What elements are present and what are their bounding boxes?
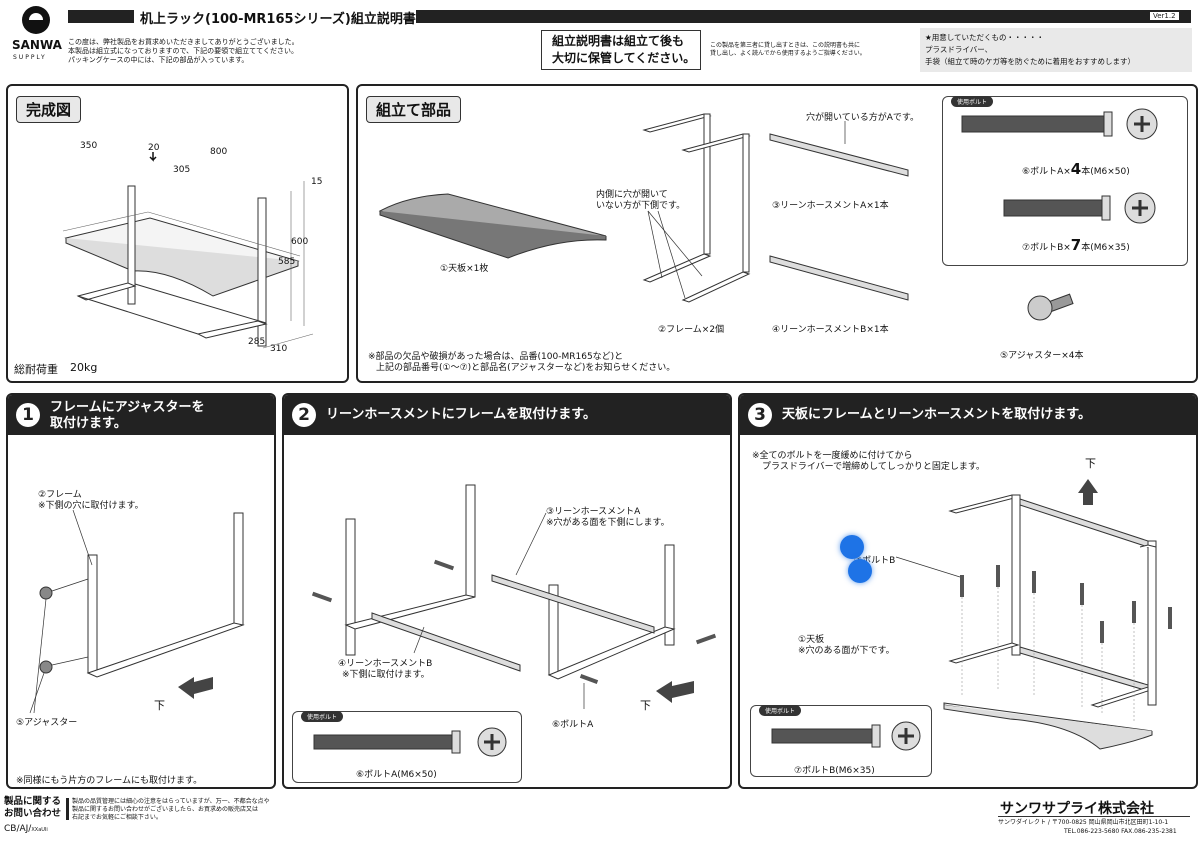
- step1-adjuster-label: ⑤アジャスター: [16, 718, 78, 728]
- step1-title: フレームにアジャスターを 取付けます。: [50, 400, 205, 431]
- part-top-board: ①天板×1枚: [440, 264, 489, 274]
- company-name: サンワサプライ株式会社: [1000, 801, 1154, 817]
- step2-brace-a-label: ③リーンホースメントA ※穴がある面を下側にします。: [546, 507, 670, 528]
- step2-title: リーンホースメントにフレームを取付けます。: [326, 407, 597, 422]
- step2-bolt-caption: ⑥ボルトA(M6×50): [356, 770, 437, 780]
- parts-tag: 組立て部品: [366, 96, 462, 123]
- step3-panel: 3 天板にフレームとリーンホースメントを取付けます。 ※全てのボルトを一度緩めに…: [738, 393, 1198, 789]
- complete-view-tag: 完成図: [16, 96, 82, 123]
- dim-base-outer: 310: [270, 344, 288, 354]
- step2-brace-b-label: ④リーンホースメントB ※下側に取付けます。: [338, 659, 433, 680]
- dim-top-offset: 20: [148, 143, 160, 153]
- step3-bolt-caption: ⑦ボルトB(M6×35): [794, 766, 875, 776]
- parts-panel: 組立て部品: [356, 84, 1198, 383]
- intro-text: この度は、弊社製品をお買求めいただきましてありがとうございました。 本製品は組立…: [68, 38, 299, 64]
- step3-note: ※全てのボルトを一度緩めに付けてから プラスドライバーで増締めしてしっかりと固定…: [752, 451, 985, 472]
- version-badge: Ver1.2: [1150, 12, 1179, 20]
- dim-inner-height: 585: [278, 257, 296, 267]
- step1-illustration: [29, 509, 245, 714]
- complete-view-panel: 完成図 350 800 20 305 15 600 585 285 310 総耐…: [6, 84, 349, 383]
- dim-thickness: 15: [311, 177, 323, 187]
- step1-number: 1: [16, 403, 40, 427]
- step3-up-arrow-icon: [1078, 479, 1098, 505]
- step2-number: 2: [292, 403, 316, 427]
- step1-panel: 1 フレームにアジャスターを 取付けます。 ②フレーム ※下側の穴に取付けます。…: [6, 393, 276, 789]
- dim-depth: 350: [80, 141, 98, 151]
- logo-text-supply: SUPPLY: [13, 54, 47, 61]
- step2-down-label: 下: [640, 699, 651, 712]
- missing-parts-note: ※部品の欠品や破損があった場合は、品番(100-MR165など)と 上記の部品番…: [368, 352, 676, 373]
- logo-text-sanwa: SANWA: [12, 38, 62, 52]
- frame-note: 内側に穴が開いて いない方が下側です。: [596, 190, 686, 211]
- step3-down-label: 下: [1085, 457, 1096, 470]
- company-address: サンワダイレクト / 〒700-0825 岡山県岡山市北区田町1-10-1: [998, 819, 1169, 826]
- step3-highlight-marker-top: [840, 535, 864, 559]
- sanwa-logo: SANWA SUPPLY: [12, 6, 62, 66]
- logo-mark-icon: [22, 6, 50, 34]
- footer-notice: 製品の品質管理には細心の注意をはらっていますが、万一、不都合な点や 製品に関する…: [72, 798, 270, 821]
- step3-highlight-marker-bottom: [848, 559, 872, 583]
- dim-inner-depth: 305: [173, 165, 191, 175]
- step2-down-arrow-icon: [656, 681, 694, 703]
- dim-height: 600: [291, 237, 309, 247]
- step2-bolt-box: 使用ボルト: [292, 711, 522, 783]
- title-bar-right: [416, 10, 1191, 23]
- step1-footer-note: ※同様にもう片方のフレームにも取付けます。: [16, 776, 203, 786]
- dim-width: 800: [210, 147, 228, 157]
- load-value: 20kg: [70, 361, 98, 374]
- dim-base-inner: 285: [248, 337, 266, 347]
- step3-bolt-box: 使用ボルト: [750, 705, 932, 777]
- third-party-notice: この製品を第三者に貸し出すときは、この説明書も共に 貸し出し、よく読んでから使用…: [710, 42, 866, 57]
- company-tel: TEL.086-223-5680 FAX.086-235-2381: [1064, 828, 1177, 835]
- bolt-box-parts: 使用ボルト: [942, 96, 1188, 266]
- step3-board-label: ①天板 ※穴のある面が下です。: [798, 635, 895, 656]
- step2-illustration: [311, 484, 717, 757]
- load-label: 総耐荷重: [14, 363, 58, 376]
- step3-illustration: [771, 479, 1172, 751]
- step1-down-arrow-icon: [178, 677, 213, 699]
- step2-panel: 2 リーンホースメントにフレームを取付けます。: [282, 393, 732, 789]
- part-bolt-a: ⑥ボルトA×4本(M6×50): [1022, 160, 1130, 178]
- step3-number: 3: [748, 403, 772, 427]
- step3-bolt-label: ⑦ボルトB: [854, 556, 896, 566]
- part-frame: ②フレーム×2個: [658, 325, 725, 335]
- keep-manual-notice: 組立説明書は組立て後も 大切に保管してください。: [541, 30, 701, 70]
- document-title: 机上ラック(100-MR165シリーズ)組立説明書: [140, 12, 416, 27]
- desk-rack-illustration: [62, 152, 314, 349]
- part-brace-a: ③リーンホースメントA×1本: [772, 201, 889, 211]
- step1-down-label: 下: [154, 699, 165, 712]
- footer-code: CB/AJ/XXaUIi: [4, 824, 48, 834]
- prepare-items: ★用意していただくもの・・・・・ プラスドライバー、 手袋（組立て時のケガ等を防…: [920, 28, 1192, 72]
- step3-title: 天板にフレームとリーンホースメントを取付けます。: [782, 407, 1092, 422]
- hole-note: 穴が開いている方がAです。: [806, 113, 919, 123]
- footer-contact: 製品に関する お問い合わせ: [4, 796, 62, 819]
- parts-illustration: [378, 108, 1158, 321]
- step1-frame-label: ②フレーム ※下側の穴に取付けます。: [38, 490, 144, 511]
- step2-bolt-label: ⑥ボルトA: [552, 720, 594, 730]
- title-bar-left: [68, 10, 134, 23]
- company-underline: [998, 816, 1190, 817]
- part-bolt-b: ⑦ボルトB×7本(M6×35): [1022, 236, 1130, 254]
- footer-contact-bar: [66, 798, 69, 820]
- part-adjuster: ⑤アジャスター×4本: [1000, 351, 1084, 361]
- part-brace-b: ④リーンホースメントB×1本: [772, 325, 889, 335]
